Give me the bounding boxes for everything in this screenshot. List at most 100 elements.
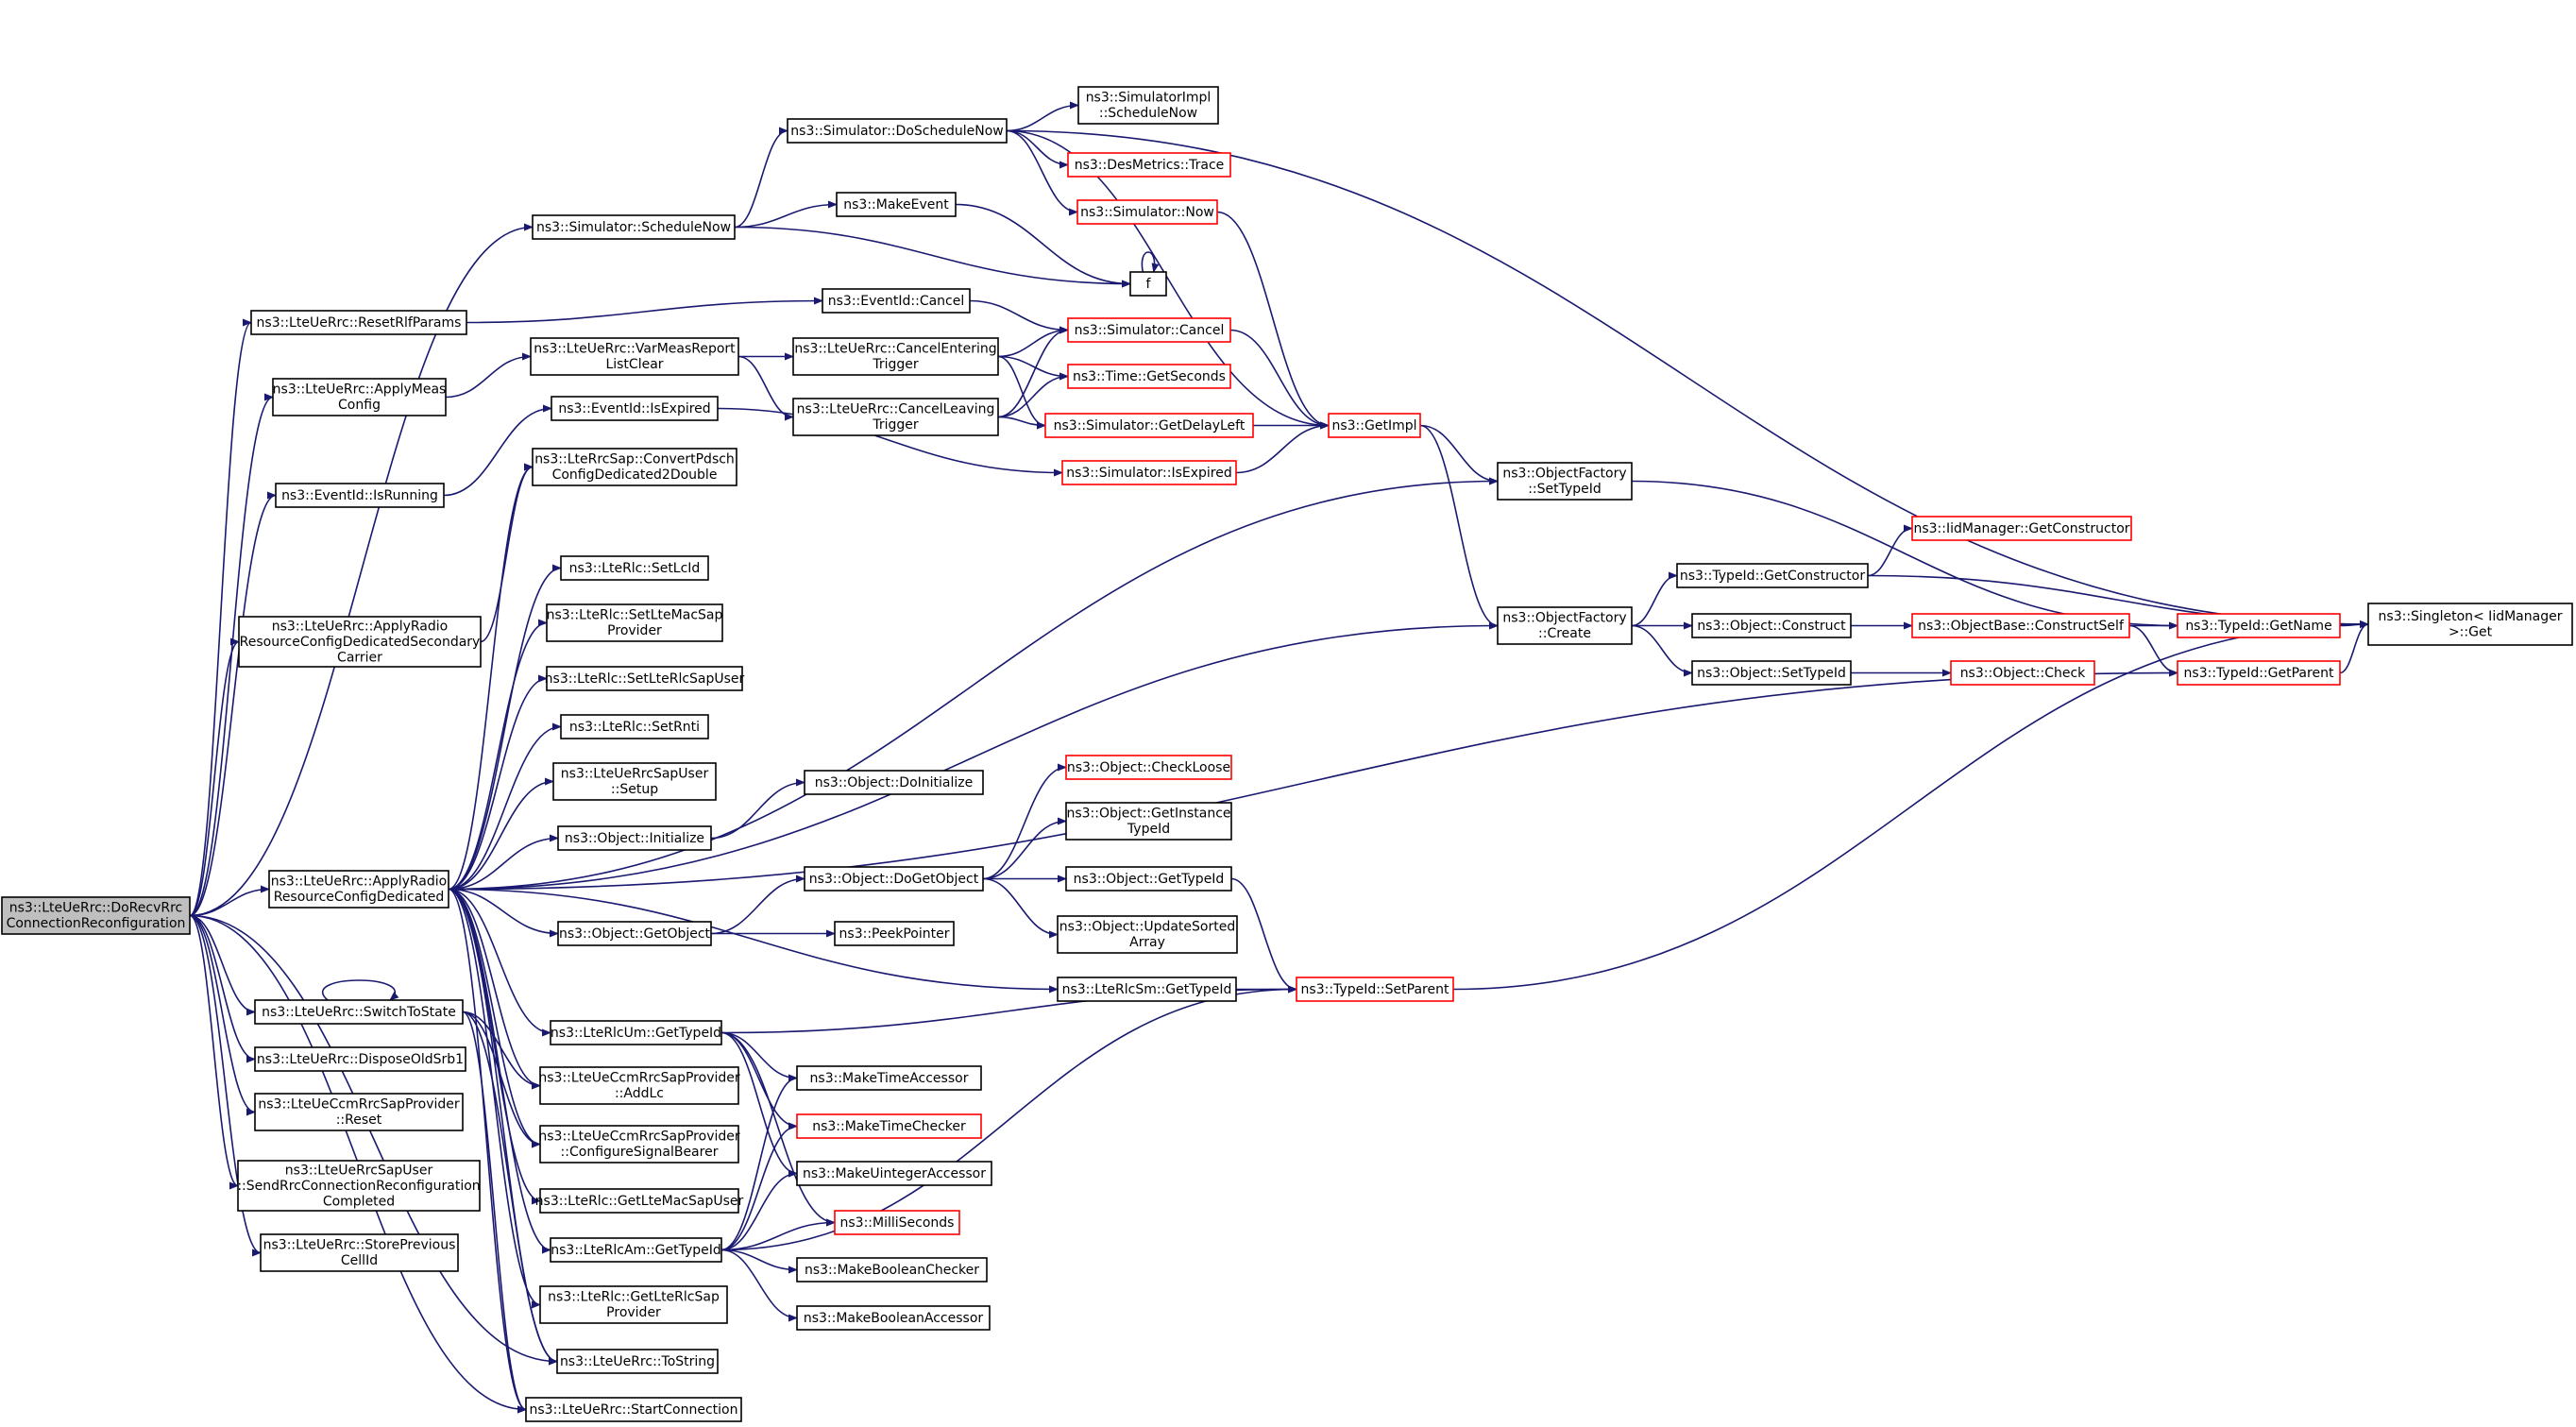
node-set-lte-rlc-sap-user[interactable]: ns3::LteRlc::SetLteRlcSapUser <box>545 666 745 691</box>
edge <box>997 355 1069 381</box>
edge-switch-to-state-to-switch-to-state <box>322 979 399 1001</box>
node-peek-pointer[interactable]: ns3::PeekPointer <box>834 921 955 946</box>
node-get-impl[interactable]: ns3::GetImpl <box>1328 413 1421 438</box>
node-to-string[interactable]: ns3::LteUeRrc::ToString <box>556 1349 719 1374</box>
node-ev-is-running[interactable]: ns3::EventId::IsRunning <box>275 483 445 508</box>
edge <box>480 463 534 643</box>
edge <box>1006 129 1330 430</box>
edge-obj-init-to-do-initialize <box>710 778 805 840</box>
node-obj-construct[interactable]: ns3::Object::Construct <box>1691 613 1852 638</box>
node-des-metrics-trace[interactable]: ns3::DesMetrics::Trace <box>1067 152 1231 178</box>
node-rlc-sm-get-type-id[interactable]: ns3::LteRlcSm::GetTypeId <box>1057 977 1237 1002</box>
node-obj-get-type-id[interactable]: ns3::Object::GetTypeId <box>1065 866 1232 892</box>
node-ev-cancel[interactable]: ns3::EventId::Cancel <box>822 288 971 314</box>
node-label: ConfigDedicated2Double <box>552 467 718 483</box>
node-apply-radio-ded[interactable]: ns3::LteUeRrc::ApplyRadioResourceConfigD… <box>268 870 449 909</box>
node-f[interactable]: f <box>1129 271 1167 297</box>
node-start-conn[interactable]: ns3::LteUeRrc::StartConnection <box>525 1397 742 1422</box>
node-label: ResourceConfigDedicatedSecondary <box>240 635 481 650</box>
node-box <box>1911 516 2132 541</box>
node-obj-get-object[interactable]: ns3::Object::GetObject <box>557 921 712 946</box>
node-check-loose[interactable]: ns3::Object::CheckLoose <box>1065 755 1232 780</box>
node-box <box>539 1285 728 1324</box>
edge-schedule-now-to-make-event <box>734 200 838 229</box>
node-root[interactable]: ns3::LteUeRrc::DoRecvRrcConnectionReconf… <box>1 896 191 935</box>
node-ccm-reset[interactable]: ns3::LteUeCcmRrcSapProvider::Reset <box>254 1093 464 1131</box>
node-rlc-am-get-type-id[interactable]: ns3::LteRlcAm::GetTypeId <box>550 1237 722 1263</box>
edge <box>189 318 252 917</box>
node-ev-is-expired[interactable]: ns3::EventId::IsExpired <box>551 396 719 421</box>
node-time-get-seconds[interactable]: ns3::Time::GetSeconds <box>1067 364 1231 389</box>
node-do-initialize[interactable]: ns3::Object::DoInitialize <box>804 770 984 795</box>
node-dispose-srb1[interactable]: ns3::LteUeRrc::DisposeOldSrb1 <box>254 1046 466 1072</box>
node-obj-check[interactable]: ns3::Object::Check <box>1950 660 2095 686</box>
node-sim-is-expired[interactable]: ns3::Simulator::IsExpired <box>1061 460 1237 485</box>
edge <box>1006 129 1078 216</box>
edge <box>448 463 534 891</box>
node-type-id-get-name[interactable]: ns3::TypeId::GetName <box>2177 613 2341 638</box>
node-do-schedule-now[interactable]: ns3::Simulator::DoScheduleNow <box>787 118 1008 144</box>
node-iid-get-constructor[interactable]: ns3::IidManager::GetConstructor <box>1911 516 2132 541</box>
node-obj-set-type-id[interactable]: ns3::Object::SetTypeId <box>1691 660 1852 686</box>
node-of-create[interactable]: ns3::ObjectFactory::Create <box>1497 606 1633 645</box>
node-label: ListClear <box>605 357 663 372</box>
node-milli-seconds[interactable]: ns3::MilliSeconds <box>834 1210 960 1235</box>
edge-obj-get-object-to-do-get-object <box>710 875 805 935</box>
edge-apply-radio-ded-to-set-lte-rlc-sap-user <box>448 674 548 891</box>
edge-apply-radio-ded-to-obj-init <box>448 834 559 891</box>
edge <box>189 637 240 917</box>
node-ccm-add-lc[interactable]: ns3::LteUeCcmRrcSapProvider::AddLc <box>538 1066 740 1105</box>
node-make-uinteger-accessor[interactable]: ns3::MakeUintegerAccessor <box>796 1161 992 1186</box>
node-switch-to-state[interactable]: ns3::LteUeRrc::SwitchToState <box>254 999 464 1025</box>
node-label: ns3::LteUeRrc::StartConnection <box>530 1402 738 1418</box>
node-sim-impl-schedule-now[interactable]: ns3::SimulatorImpl::ScheduleNow <box>1077 86 1219 125</box>
node-rrc-sap-setup[interactable]: ns3::LteUeRrcSapUser::Setup <box>552 762 717 801</box>
node-type-id-get-parent[interactable]: ns3::TypeId::GetParent <box>2177 660 2341 686</box>
node-make-time-accessor[interactable]: ns3::MakeTimeAccessor <box>796 1065 982 1091</box>
node-convert-pdsch[interactable]: ns3::LteRrcSap::ConvertPdschConfigDedica… <box>532 448 737 486</box>
node-ccm-config-signal[interactable]: ns3::LteUeCcmRrcSapProvider::ConfigureSi… <box>538 1125 740 1164</box>
node-of-set-type-id[interactable]: ns3::ObjectFactory::SetTypeId <box>1497 462 1633 501</box>
node-type-id-get-constructor[interactable]: ns3::TypeId::GetConstructor <box>1676 563 1869 588</box>
node-make-boolean-accessor[interactable]: ns3::MakeBooleanAccessor <box>796 1305 991 1331</box>
node-box <box>539 1066 739 1105</box>
node-set-lc-id[interactable]: ns3::LteRlc::SetLcId <box>560 555 709 581</box>
node-reset-rlf[interactable]: ns3::LteUeRrc::ResetRlfParams <box>250 310 467 335</box>
node-obj-init[interactable]: ns3::Object::Initialize <box>557 825 712 851</box>
node-label: ns3::TypeId::GetName <box>2185 619 2331 634</box>
edge <box>462 1011 541 1090</box>
node-schedule-now[interactable]: ns3::Simulator::ScheduleNow <box>532 214 736 240</box>
node-do-get-object[interactable]: ns3::Object::DoGetObject <box>804 866 984 892</box>
edge <box>448 888 541 1090</box>
node-singleton-get[interactable]: ns3::Singleton< IidManager >::Get <box>2367 603 2573 646</box>
edge-sim-now-to-get-impl <box>1216 211 1330 430</box>
node-label: ns3::LteRlcAm::GetTypeId <box>551 1243 721 1258</box>
node-get-lte-mac-sap-user[interactable]: ns3::LteRlc::GetLteMacSapUser <box>535 1188 744 1214</box>
node-label: Trigger <box>872 417 919 433</box>
node-rlc-um-get-type-id[interactable]: ns3::LteRlcUm::GetTypeId <box>550 1020 722 1045</box>
node-sim-get-delay-left[interactable]: ns3::Simulator::GetDelayLeft <box>1044 413 1254 438</box>
node-sim-cancel[interactable]: ns3::Simulator::Cancel <box>1067 317 1231 343</box>
edge <box>955 203 1131 288</box>
edge-apply-radio-ded-to-obj-get-object <box>448 888 559 938</box>
node-label: ns3::LteRlc::SetRnti <box>569 720 700 735</box>
node-set-rnti[interactable]: ns3::LteRlc::SetRnti <box>560 714 709 739</box>
node-send-rrc-complete[interactable]: ns3::LteUeRrcSapUser::SendRrcConnectionR… <box>237 1160 481 1212</box>
node-apply-radio-sec[interactable]: ns3::LteUeRrc::ApplyRadioResourceConfigD… <box>238 616 482 668</box>
node-make-boolean-checker[interactable]: ns3::MakeBooleanChecker <box>796 1257 988 1283</box>
node-make-time-checker[interactable]: ns3::MakeTimeChecker <box>796 1113 982 1139</box>
node-make-event[interactable]: ns3::MakeEvent <box>836 192 957 217</box>
node-label: ns3::Simulator::Cancel <box>1075 323 1225 338</box>
node-construct-self[interactable]: ns3::ObjectBase::ConstructSelf <box>1911 613 2130 638</box>
node-type-id-set-parent[interactable]: ns3::TypeId::SetParent <box>1296 977 1454 1002</box>
node-sim-now[interactable]: ns3::Simulator::Now <box>1076 199 1218 225</box>
